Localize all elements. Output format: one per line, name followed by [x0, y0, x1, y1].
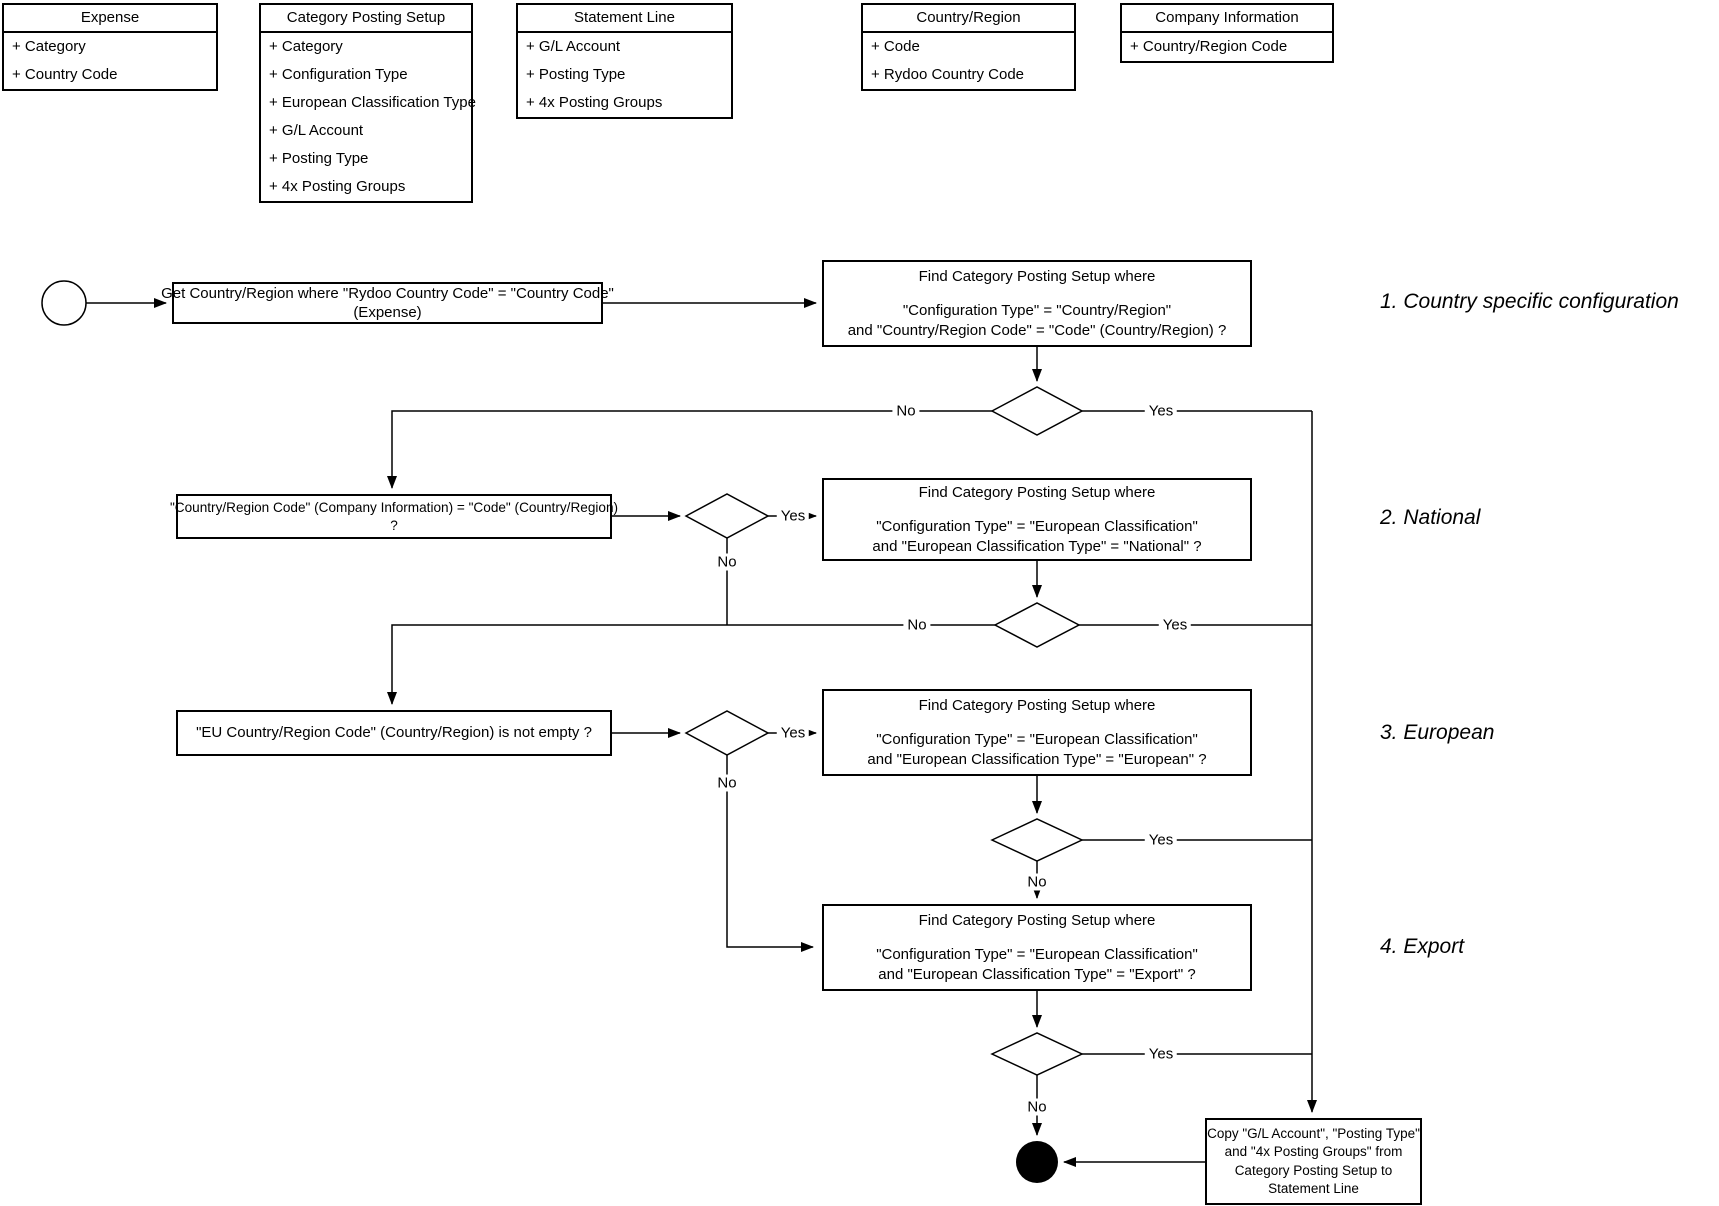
section-label-country-specific: 1. Country specific configuration — [1380, 290, 1679, 313]
entity-field: + Code — [871, 38, 920, 55]
step-eu-code-check: "EU Country/Region Code" (Country/Region… — [176, 710, 612, 756]
entity-title: Company Information — [1122, 5, 1332, 33]
entity-field: + Country Code — [12, 66, 118, 83]
step-text: Get Country/Region where "Rydoo Country … — [161, 284, 614, 302]
step-text: and "European Classification Type" = "Na… — [872, 537, 1202, 555]
connector-decision1-no — [387, 410, 992, 489]
entity-field: + Posting Type — [269, 150, 369, 167]
edge-label-no: No — [1023, 1098, 1051, 1116]
entity-country-region: Country/Region + Code + Rydoo Country Co… — [861, 3, 1076, 91]
decision-3-diamond — [993, 602, 1081, 648]
step-title: Find Category Posting Setup where — [918, 483, 1156, 501]
entity-field: + 4x Posting Groups — [269, 178, 406, 195]
edge-label-no: No — [1023, 873, 1051, 891]
step-get-country-region: Get Country/Region where "Rydoo Country … — [161, 282, 614, 324]
end-node — [1016, 1141, 1058, 1183]
decision-4-diamond — [684, 710, 770, 756]
edge-label-yes: Yes — [776, 724, 810, 742]
step-text: "Configuration Type" = "European Classif… — [876, 946, 1198, 964]
entity-category-posting-setup: Category Posting Setup + Category + Conf… — [259, 3, 476, 203]
step-company-code-check: "Country/Region Code" (Company Informati… — [170, 494, 618, 539]
entity-field: + Rydoo Country Code — [871, 66, 1025, 83]
step-text: and "4x Posting Groups" from — [1224, 1144, 1403, 1160]
entity-expense: Expense + Category + Country Code — [2, 3, 218, 91]
edge-label-no: No — [903, 616, 931, 634]
entity-title: Statement Line — [518, 5, 731, 33]
edge-label-no: No — [713, 553, 741, 571]
step-text: (Expense) — [353, 304, 422, 321]
step-title: Find Category Posting Setup where — [918, 267, 1156, 285]
connector-decision3-no — [387, 624, 995, 705]
step-find-national-setup: Find Category Posting Setup where "Confi… — [822, 478, 1252, 561]
edge-label-no: No — [713, 774, 741, 792]
edge-label-yes: Yes — [776, 507, 810, 525]
section-label-national: 2. National — [1380, 506, 1481, 529]
step-title: Find Category Posting Setup where — [918, 696, 1156, 714]
connector-decision4-no — [726, 755, 814, 952]
step-text: Copy "G/L Account", "Posting Type" — [1207, 1126, 1420, 1142]
entity-field: + Configuration Type — [269, 66, 408, 83]
entity-field: + Category — [269, 38, 343, 55]
step-title: Find Category Posting Setup where — [918, 911, 1156, 929]
section-label-european: 3. European — [1380, 721, 1495, 744]
edge-label-yes: Yes — [1144, 1045, 1178, 1063]
decision-5-diamond — [990, 818, 1084, 862]
entity-field: + Country/Region Code — [1130, 38, 1288, 55]
edge-label-yes: Yes — [1158, 616, 1192, 634]
decision-2-diamond — [684, 493, 770, 539]
entity-title: Expense — [4, 5, 216, 33]
entity-field: + Category — [12, 38, 86, 55]
entity-field: + European Classification Type — [269, 94, 476, 111]
entity-title: Category Posting Setup — [261, 5, 471, 33]
step-text: "EU Country/Region Code" (Country/Region… — [196, 724, 592, 742]
step-text: and "Country/Region Code" = "Code" (Coun… — [847, 321, 1227, 339]
step-text: ? — [390, 517, 398, 533]
edge-label-yes: Yes — [1144, 402, 1178, 420]
entity-title: Country/Region — [863, 5, 1074, 33]
step-text: and "European Classification Type" = "Ex… — [878, 965, 1196, 983]
entity-field: + G/L Account — [269, 122, 364, 139]
decision-6-diamond — [990, 1032, 1084, 1076]
step-copy-to-statement-line: Copy "G/L Account", "Posting Type" and "… — [1205, 1118, 1422, 1205]
step-text: Statement Line — [1268, 1180, 1359, 1196]
entity-field: + 4x Posting Groups — [526, 94, 663, 111]
step-find-country-region-setup: Find Category Posting Setup where "Confi… — [822, 260, 1252, 347]
step-text: "Configuration Type" = "Country/Region" — [902, 302, 1172, 320]
start-node — [41, 280, 87, 326]
step-text: Category Posting Setup to — [1234, 1162, 1393, 1178]
entity-company-information: Company Information + Country/Region Cod… — [1120, 3, 1334, 63]
step-text: and "European Classification Type" = "Eu… — [867, 750, 1207, 768]
edge-label-yes: Yes — [1144, 831, 1178, 849]
step-text: "Configuration Type" = "European Classif… — [876, 731, 1198, 749]
step-text: "Country/Region Code" (Company Informati… — [169, 499, 619, 515]
step-text: "Configuration Type" = "European Classif… — [876, 518, 1198, 536]
decision-1-diamond — [990, 386, 1084, 436]
entity-field: + G/L Account — [526, 38, 621, 55]
entity-field: + Posting Type — [526, 66, 626, 83]
step-find-export-setup: Find Category Posting Setup where "Confi… — [822, 904, 1252, 991]
edge-label-no: No — [892, 402, 920, 420]
step-find-european-setup: Find Category Posting Setup where "Confi… — [822, 689, 1252, 776]
section-label-export: 4. Export — [1380, 935, 1465, 958]
entity-statement-line: Statement Line + G/L Account + Posting T… — [516, 3, 733, 119]
